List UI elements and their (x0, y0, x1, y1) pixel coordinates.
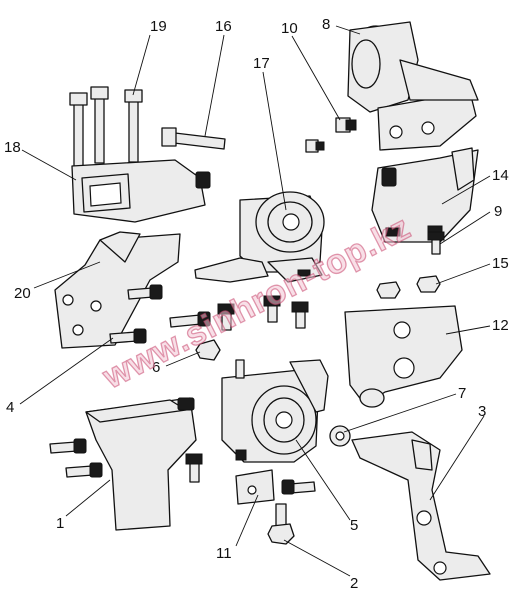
part-12-bracket (344, 305, 463, 408)
leader-lines (19, 25, 491, 577)
callout-7: 7 (458, 385, 466, 402)
part-8-mount (347, 21, 479, 151)
part-5-mount (221, 359, 329, 463)
callout-18: 18 (4, 139, 21, 156)
part-15-nuts (376, 275, 441, 299)
callout-12: 12 (492, 317, 509, 334)
callout-labels: 19 16 10 8 17 18 20 4 6 1 11 2 5 7 3 12 … (4, 16, 509, 592)
part-6-nut (195, 339, 221, 361)
callout-14: 14 (492, 167, 509, 184)
callout-5: 5 (350, 517, 358, 534)
callout-16: 16 (215, 18, 232, 35)
callout-6: 6 (152, 359, 160, 376)
callout-4: 4 (6, 399, 14, 416)
callout-2: 2 (350, 575, 358, 592)
callout-3: 3 (478, 403, 486, 420)
part-19-bolts (69, 86, 143, 170)
part-17-mount (194, 191, 325, 283)
callout-9: 9 (494, 203, 502, 220)
part-7-washer (329, 425, 351, 447)
part-20-bracket (54, 231, 181, 349)
callout-19: 19 (150, 18, 167, 35)
callout-11: 11 (216, 545, 232, 562)
part-14-bracket (371, 147, 479, 243)
callout-20: 20 (14, 285, 31, 302)
callout-8: 8 (322, 16, 330, 33)
part-2-bolt (267, 503, 295, 545)
part-11-bracket (235, 469, 316, 505)
part-3-link-bracket (351, 431, 491, 581)
callout-17: 17 (253, 55, 270, 72)
part-4-bolts (109, 284, 309, 344)
part-1-bracket (49, 397, 203, 531)
callout-1: 1 (56, 515, 64, 532)
part-10-bolts (305, 117, 357, 153)
part-16-bolt (161, 127, 226, 150)
callout-15: 15 (492, 255, 509, 272)
part-18-bracket (71, 159, 211, 223)
part-9-bolt (427, 231, 445, 255)
callout-10: 10 (281, 20, 298, 37)
